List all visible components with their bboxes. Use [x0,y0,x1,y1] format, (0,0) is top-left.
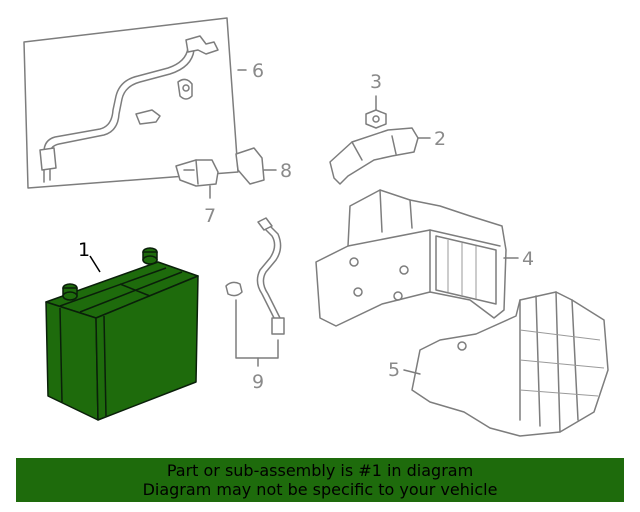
part-1-battery [45,247,199,421]
callout-7: 7 [204,205,216,227]
parts-diagram: 6 7 8 3 2 [23,17,609,437]
part-2-holddown-bracket [329,127,431,185]
part-6-cable-assembly [23,17,239,189]
callout-3: 3 [370,71,382,93]
callout-2: 2 [434,128,446,150]
banner-line-part-number: Part or sub-assembly is #1 in diagram [166,461,474,480]
callout-4: 4 [522,248,534,270]
info-banner: Part or sub-assembly is #1 in diagram Di… [16,458,624,502]
callout-5: 5 [388,359,400,381]
callout-6: 6 [252,60,264,82]
part-9-cable [225,217,285,367]
banner-line-disclaimer: Diagram may not be specific to your vehi… [142,480,498,499]
part-7-connector [175,159,219,199]
callout-1: 1 [78,239,90,261]
part-8-bracket [235,147,277,185]
part-4-battery-tray [315,189,519,327]
callout-8: 8 [280,160,292,182]
callout-9: 9 [252,371,264,393]
part-5-tray-support [403,291,609,437]
part-3-nut [365,95,387,129]
